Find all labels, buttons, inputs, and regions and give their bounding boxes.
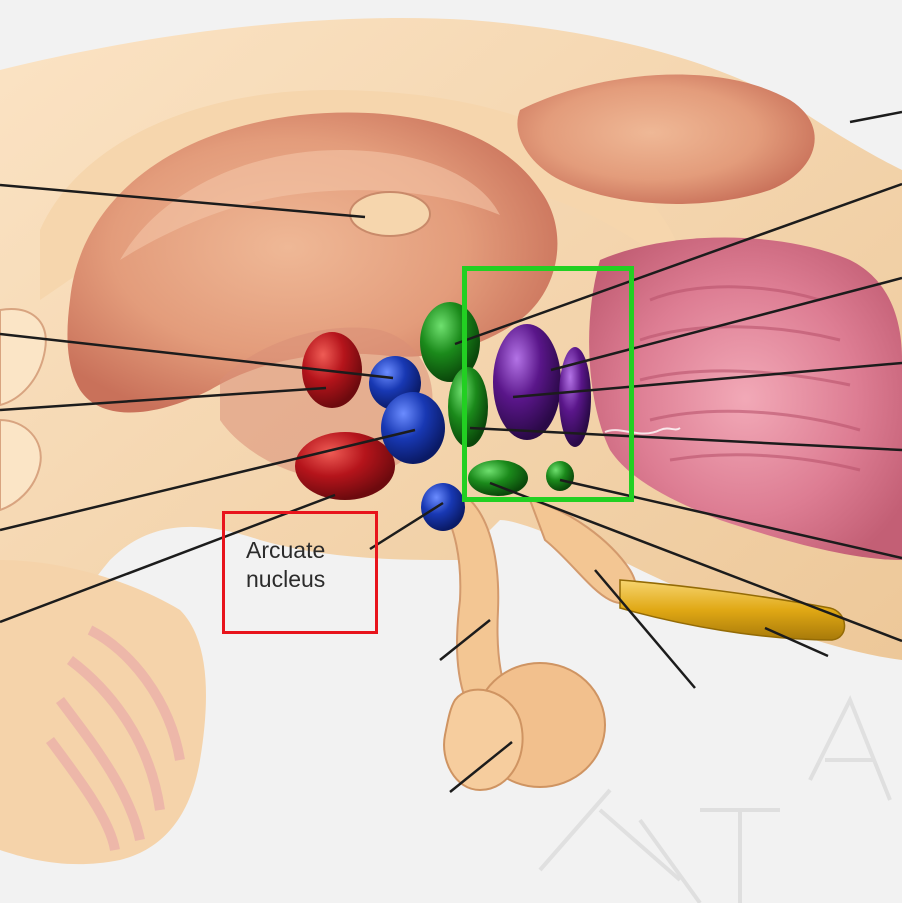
- arcuate-label-line1: Arcuate: [246, 537, 325, 563]
- arcuate-nucleus-label: Arcuate nucleus: [246, 536, 325, 594]
- pituitary-anterior: [444, 690, 523, 790]
- region-highlight-box: [462, 266, 634, 502]
- arcuate-label-line2: nucleus: [246, 566, 325, 592]
- nucleus-blue-arcuate: [421, 483, 465, 531]
- nucleus-red-lower: [295, 432, 395, 500]
- interthalamic-adhesion: [350, 192, 430, 236]
- nucleus-blue-middle: [381, 392, 445, 464]
